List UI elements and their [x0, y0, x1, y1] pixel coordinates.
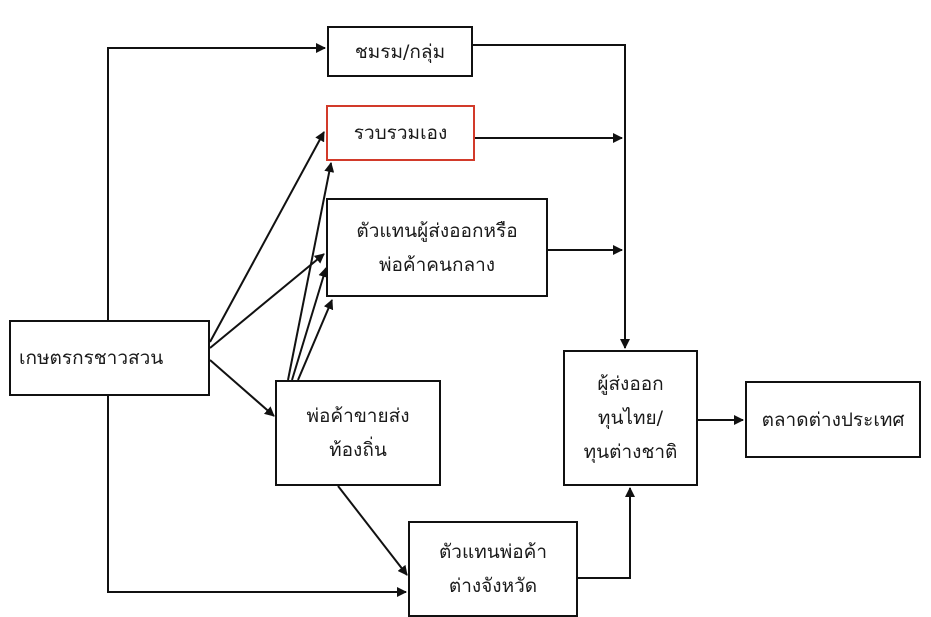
node-exporter-line-3: ทุนต่างชาติ: [583, 441, 678, 463]
node-farmer-label: เกษตรกรชาวสวน: [19, 347, 164, 369]
connector-farmer-to-club: [107, 43, 326, 320]
connector-local-to-agent-a: [291, 267, 329, 381]
connector-local-to-provincial-agent: [337, 485, 408, 576]
node-provincial-agent-line-2: ต่างจังหวัด: [448, 575, 538, 597]
node-agent-line-2: พ่อค้าคนกลาง: [378, 253, 496, 276]
node-agent: ตัวแทนผู้ส่งออกหรือ พ่อค้าคนกลาง: [326, 198, 548, 297]
connector-farmer-to-self-collect: [209, 131, 325, 343]
node-foreign-market: ตลาดต่างประเทศ: [745, 381, 921, 458]
node-local-wholesaler: พ่อค้าขายส่ง ท้องถิ่น: [275, 380, 441, 486]
node-foreign-market-label: ตลาดต่างประเทศ: [761, 408, 905, 431]
node-farmer: เกษตรกรชาวสวน: [9, 320, 210, 396]
node-exporter: ผู้ส่งออก ทุนไทย/ ทุนต่างชาติ: [563, 350, 698, 486]
connector-local-to-self-collect: [287, 162, 335, 381]
node-local-wholesaler-line-1: พ่อค้าขายส่ง: [306, 405, 410, 427]
node-provincial-agent: ตัวแทนพ่อค้า ต่างจังหวัด: [408, 521, 578, 617]
connector-farmer-to-agent: [209, 253, 325, 349]
node-agent-line-1: ตัวแทนผู้ส่งออกหรือ: [356, 219, 518, 242]
node-club-label: ชมรม/กลุ่ม: [354, 40, 446, 63]
connector-farmer-to-provincial-agent: [107, 396, 407, 597]
node-club: ชมรม/กลุ่ม: [327, 26, 473, 77]
node-self-collect-label: รวบรวมเอง: [353, 122, 448, 144]
connector-farmer-to-local-wholesaler: [209, 359, 275, 417]
node-exporter-line-2: ทุนไทย/: [597, 407, 664, 429]
connector-club-to-exporter: [473, 44, 630, 349]
node-exporter-line-1: ผู้ส่งออก: [597, 373, 664, 395]
node-self-collect: รวบรวมเอง: [326, 105, 475, 161]
node-provincial-agent-line-1: ตัวแทนพ่อค้า: [438, 541, 548, 563]
connector-local-to-agent-b: [297, 299, 334, 381]
node-local-wholesaler-line-2: ท้องถิ่น: [329, 439, 387, 461]
connector-provincial-to-exporter: [578, 487, 635, 579]
